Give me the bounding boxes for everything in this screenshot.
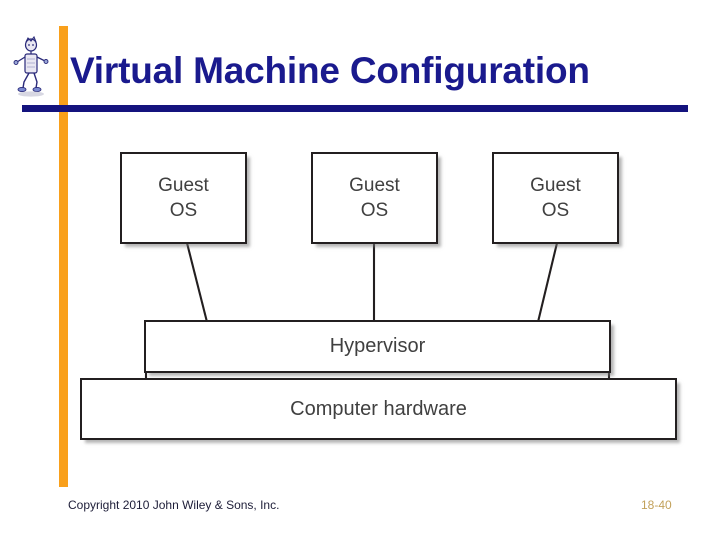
computer-hardware-box: Computer hardware [80, 378, 677, 440]
page-number: 18-40 [641, 498, 672, 512]
hypervisor-box: Hypervisor [144, 320, 611, 373]
guest-os-label-3-line1: Guest [530, 175, 581, 196]
edge-guest3-hypervisor [536, 242, 559, 323]
computer-hardware-label: Computer hardware [290, 397, 467, 420]
stick-figure-mascot-icon [10, 35, 54, 100]
header-divider [22, 105, 688, 112]
guest-os-box-3: Guest OS [492, 152, 619, 244]
guest-os-label-2-line1: Guest [349, 175, 400, 196]
guest-os-label-3-line2: OS [541, 200, 570, 221]
guest-os-box-1: Guest OS [120, 152, 247, 244]
guest-os-label-1-line1: Guest [158, 175, 209, 196]
guest-os-box-2: Guest OS [311, 152, 438, 244]
page-title: Virtual Machine Configuration [70, 50, 590, 91]
copyright-notice: Copyright 2010 John Wiley & Sons, Inc. [68, 498, 280, 512]
edge-guest1-hypervisor [185, 242, 209, 323]
hypervisor-label: Hypervisor [329, 335, 426, 357]
guest-os-label-1-line2: OS [169, 200, 198, 221]
guest-os-label-2-line2: OS [360, 200, 389, 221]
accent-bar [59, 26, 68, 487]
